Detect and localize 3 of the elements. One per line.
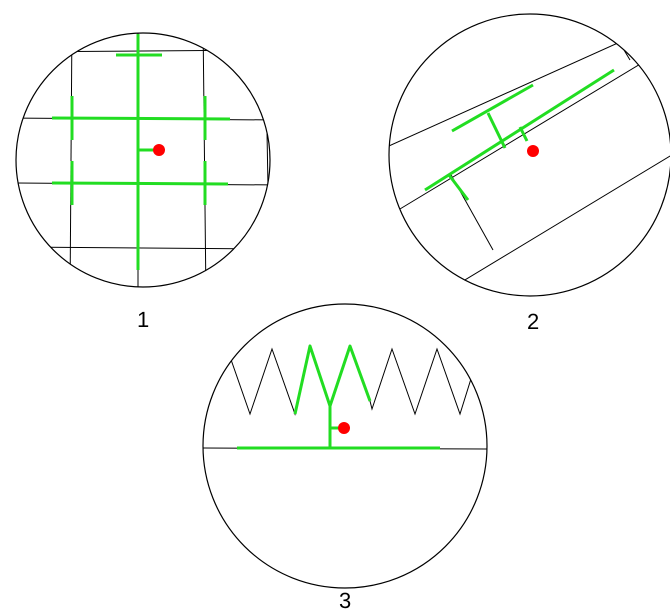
panel-number: 3 — [339, 590, 352, 611]
panel-number: 2 — [527, 311, 540, 333]
panel-number: 1 — [137, 309, 150, 331]
